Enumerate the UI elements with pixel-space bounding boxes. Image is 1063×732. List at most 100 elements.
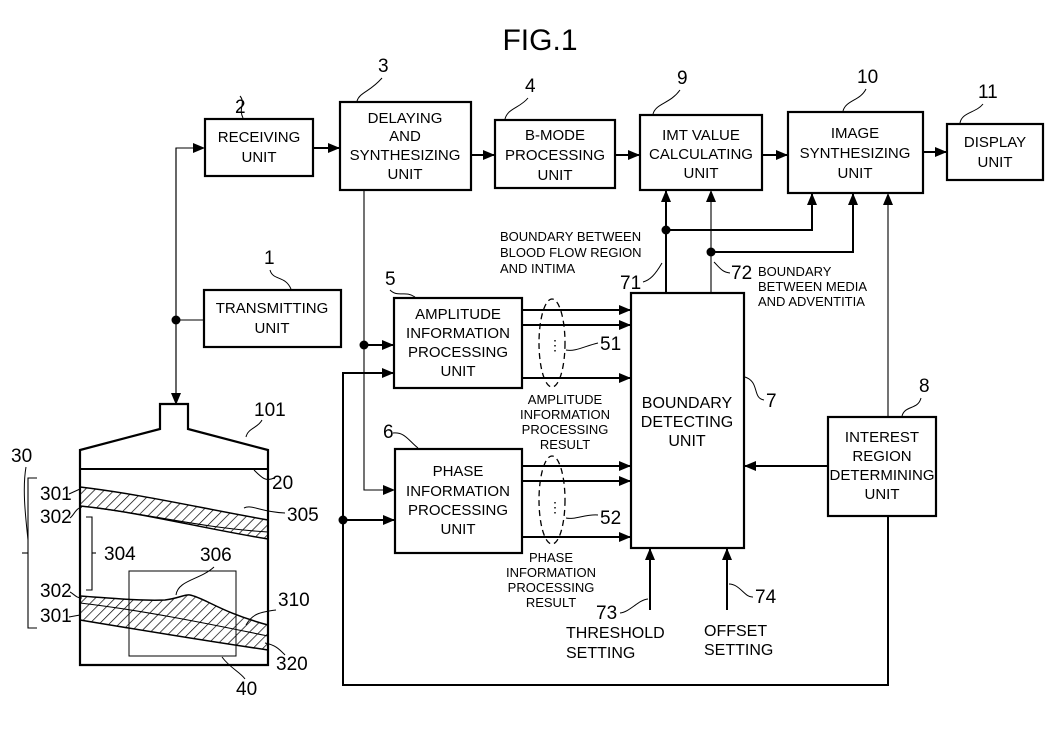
svg-text:UNIT: UNIT bbox=[684, 165, 719, 182]
svg-text:INFORMATION: INFORMATION bbox=[406, 483, 510, 500]
svg-text:UNIT: UNIT bbox=[668, 433, 706, 450]
annotation-amplitude-result: AMPLITUDE INFORMATION PROCESSING RESULT bbox=[520, 392, 610, 452]
svg-text:301: 301 bbox=[40, 484, 72, 505]
svg-text:PROCESSING: PROCESSING bbox=[505, 147, 605, 164]
figure-title: FIG.1 bbox=[502, 24, 577, 57]
svg-text:UNIT: UNIT bbox=[242, 149, 277, 166]
svg-text:SETTING: SETTING bbox=[704, 642, 773, 659]
svg-text:BOUNDARY: BOUNDARY bbox=[758, 264, 832, 279]
amplitude-information-processing-unit: AMPLITUDE INFORMATION PROCESSING UNIT bbox=[394, 298, 522, 388]
svg-text:PROCESSING: PROCESSING bbox=[522, 422, 609, 437]
signal-bundle-52: ⋮ 52 bbox=[539, 456, 621, 544]
svg-text:REGION: REGION bbox=[852, 448, 911, 465]
svg-text:AND ADVENTITIA: AND ADVENTITIA bbox=[758, 294, 865, 309]
svg-text:DETECTING: DETECTING bbox=[641, 414, 733, 431]
svg-text:BETWEEN MEDIA: BETWEEN MEDIA bbox=[758, 279, 867, 294]
svg-text:AND: AND bbox=[389, 128, 421, 145]
svg-text:PHASE: PHASE bbox=[433, 463, 484, 480]
svg-text:BOUNDARY BETWEEN: BOUNDARY BETWEEN bbox=[500, 229, 641, 244]
svg-text:2: 2 bbox=[235, 97, 246, 118]
svg-text:SETTING: SETTING bbox=[566, 645, 635, 662]
svg-text:UNIT: UNIT bbox=[441, 363, 476, 380]
svg-text:SYNTHESIZING: SYNTHESIZING bbox=[800, 145, 911, 162]
svg-text:UNIT: UNIT bbox=[255, 320, 290, 337]
svg-text:320: 320 bbox=[276, 654, 308, 675]
svg-text:SYNTHESIZING: SYNTHESIZING bbox=[350, 147, 461, 164]
svg-text:3: 3 bbox=[378, 56, 389, 77]
svg-text:INFORMATION: INFORMATION bbox=[520, 407, 610, 422]
annotation-phase-result: PHASE INFORMATION PROCESSING RESULT bbox=[506, 550, 596, 610]
svg-text:9: 9 bbox=[677, 68, 688, 89]
svg-text:5: 5 bbox=[385, 269, 396, 290]
svg-text:RESULT: RESULT bbox=[540, 437, 590, 452]
svg-text:302: 302 bbox=[40, 581, 72, 602]
svg-text:BLOOD FLOW REGION: BLOOD FLOW REGION bbox=[500, 245, 642, 260]
svg-text:TRANSMITTING: TRANSMITTING bbox=[216, 300, 329, 317]
svg-text:10: 10 bbox=[857, 67, 878, 88]
svg-text:IMT VALUE: IMT VALUE bbox=[662, 127, 740, 144]
svg-text:73: 73 bbox=[596, 603, 617, 624]
svg-text:101: 101 bbox=[254, 400, 286, 421]
svg-text:8: 8 bbox=[919, 376, 930, 397]
svg-text:UNIT: UNIT bbox=[838, 165, 873, 182]
svg-text:THRESHOLD: THRESHOLD bbox=[566, 625, 665, 642]
svg-text:7: 7 bbox=[766, 391, 777, 412]
svg-text:30: 30 bbox=[11, 446, 32, 467]
transmitting-unit: TRANSMITTING UNIT bbox=[204, 290, 341, 347]
svg-text:72: 72 bbox=[731, 263, 752, 284]
annotation-offset-setting: 74 OFFSET SETTING bbox=[704, 584, 777, 659]
svg-text:OFFSET: OFFSET bbox=[704, 623, 767, 640]
display-unit: DISPLAY UNIT bbox=[947, 124, 1043, 180]
svg-text:IMAGE: IMAGE bbox=[831, 125, 879, 142]
svg-text:INTEREST: INTEREST bbox=[845, 429, 919, 446]
interest-region-determining-unit: INTEREST REGION DETERMINING UNIT bbox=[828, 417, 936, 516]
svg-text:BOUNDARY: BOUNDARY bbox=[642, 395, 733, 412]
svg-text:305: 305 bbox=[287, 505, 319, 526]
svg-text:RESULT: RESULT bbox=[526, 595, 576, 610]
svg-text:310: 310 bbox=[278, 590, 310, 611]
annotation-boundary-71: BOUNDARY BETWEEN BLOOD FLOW REGION AND I… bbox=[500, 229, 662, 294]
b-mode-processing-unit: B-MODE PROCESSING UNIT bbox=[495, 120, 615, 188]
image-synthesizing-unit: IMAGE SYNTHESIZING UNIT bbox=[788, 112, 923, 193]
svg-text:RECEIVING: RECEIVING bbox=[218, 129, 301, 146]
svg-text:UNIT: UNIT bbox=[388, 166, 423, 183]
boundary-detecting-unit: BOUNDARY DETECTING UNIT bbox=[631, 293, 744, 548]
svg-text:20: 20 bbox=[272, 473, 293, 494]
svg-text:306: 306 bbox=[200, 545, 232, 566]
svg-text:⋮: ⋮ bbox=[548, 337, 562, 353]
svg-text:1: 1 bbox=[264, 248, 275, 269]
svg-text:51: 51 bbox=[600, 334, 621, 355]
svg-text:AMPLITUDE: AMPLITUDE bbox=[528, 392, 603, 407]
svg-text:PHASE: PHASE bbox=[529, 550, 573, 565]
svg-text:304: 304 bbox=[104, 544, 136, 565]
svg-text:11: 11 bbox=[978, 82, 998, 103]
svg-text:52: 52 bbox=[600, 508, 621, 529]
svg-text:B-MODE: B-MODE bbox=[525, 127, 585, 144]
receiving-unit: RECEIVING UNIT bbox=[205, 119, 313, 176]
svg-text:AND INTIMA: AND INTIMA bbox=[500, 261, 575, 276]
svg-text:PROCESSING: PROCESSING bbox=[508, 580, 595, 595]
svg-text:UNIT: UNIT bbox=[538, 167, 573, 184]
svg-text:4: 4 bbox=[525, 76, 536, 97]
svg-text:6: 6 bbox=[383, 422, 394, 443]
svg-text:AMPLITUDE: AMPLITUDE bbox=[415, 306, 501, 323]
svg-text:PROCESSING: PROCESSING bbox=[408, 502, 508, 519]
svg-text:UNIT: UNIT bbox=[441, 521, 476, 538]
svg-text:CALCULATING: CALCULATING bbox=[649, 146, 753, 163]
svg-text:DETERMINING: DETERMINING bbox=[830, 467, 935, 484]
svg-text:⋮: ⋮ bbox=[548, 499, 562, 515]
svg-text:INFORMATION: INFORMATION bbox=[406, 325, 510, 342]
signal-bundle-51: ⋮ 51 bbox=[539, 299, 621, 387]
svg-text:UNIT: UNIT bbox=[865, 486, 900, 503]
svg-text:PROCESSING: PROCESSING bbox=[408, 344, 508, 361]
svg-text:DISPLAY: DISPLAY bbox=[964, 134, 1026, 151]
svg-text:74: 74 bbox=[755, 587, 777, 608]
svg-text:INFORMATION: INFORMATION bbox=[506, 565, 596, 580]
phase-information-processing-unit: PHASE INFORMATION PROCESSING UNIT bbox=[395, 449, 522, 553]
svg-text:301: 301 bbox=[40, 606, 72, 627]
svg-text:302: 302 bbox=[40, 507, 72, 528]
svg-text:UNIT: UNIT bbox=[978, 154, 1013, 171]
imt-value-calculating-unit: IMT VALUE CALCULATING UNIT bbox=[640, 115, 762, 190]
svg-text:40: 40 bbox=[236, 679, 257, 700]
